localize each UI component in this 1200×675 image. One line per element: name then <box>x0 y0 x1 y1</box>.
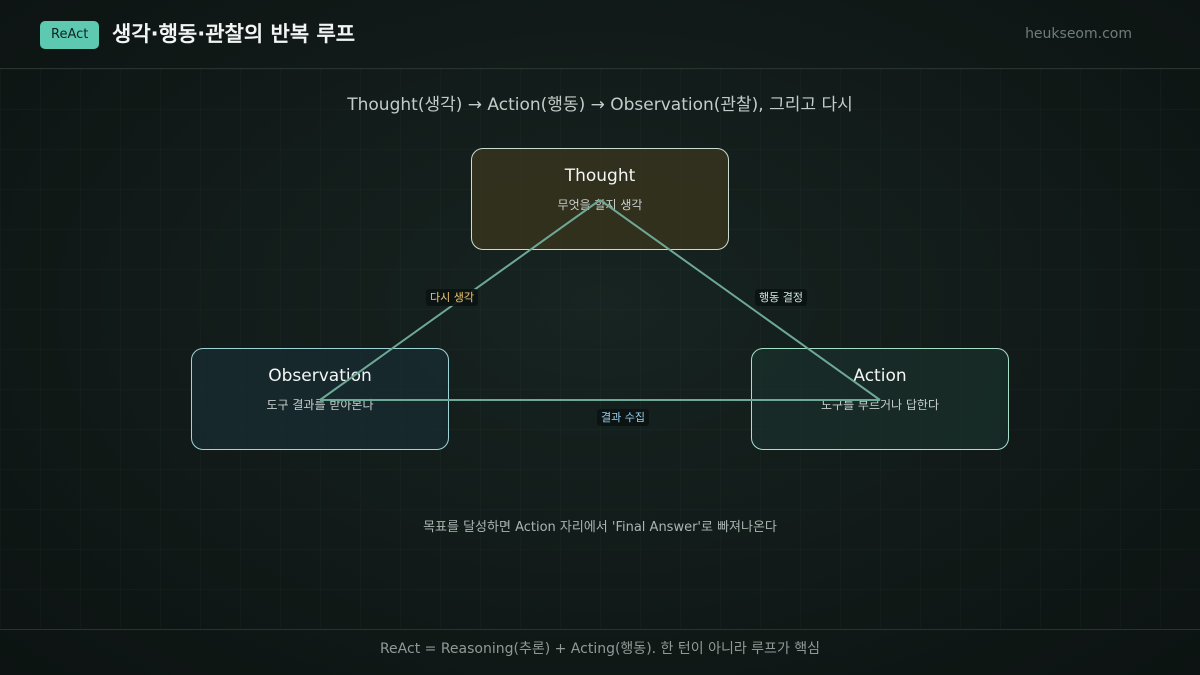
observation-title: Observation <box>268 366 372 386</box>
header-bar: ReAct 생각·행동·관찰의 반복 루프 heukseom.com <box>0 0 1200 69</box>
edge-label-collect-result: 결과 수집 <box>597 409 649 426</box>
final-answer-note: 목표를 달성하면 Action 자리에서 'Final Answer'로 빠져나… <box>423 520 777 535</box>
action-title: Action <box>853 366 907 386</box>
page-title: 생각·행동·관찰의 반복 루프 <box>112 22 356 46</box>
edge-label-rethink: 다시 생각 <box>426 289 478 306</box>
footer-bar: ReAct = Reasoning(추론) + Acting(행동). 한 턴이… <box>0 629 1200 675</box>
thought-desc: 무엇을 할지 생각 <box>557 198 643 212</box>
footer-text: ReAct = Reasoning(추론) + Acting(행동). 한 턴이… <box>379 641 821 657</box>
thought-node: Thought 무엇을 할지 생각 <box>471 148 729 250</box>
thought-title: Thought <box>564 166 636 186</box>
observation-desc: 도구 결과를 받아본다 <box>266 398 374 412</box>
edge-label-decide-action: 행동 결정 <box>755 289 807 306</box>
action-desc: 도구를 부르거나 답한다 <box>820 398 940 412</box>
react-badge: ReAct <box>40 21 100 49</box>
subtitle: Thought(생각) → Action(행동) → Observation(관… <box>347 95 853 115</box>
site-name: heukseom.com <box>1025 26 1132 42</box>
observation-node: Observation 도구 결과를 받아본다 <box>191 348 449 450</box>
action-node: Action 도구를 부르거나 답한다 <box>751 348 1009 450</box>
